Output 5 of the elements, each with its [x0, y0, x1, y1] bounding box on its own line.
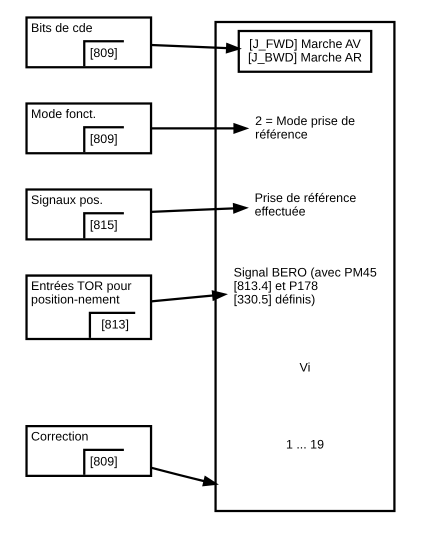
label: Vi — [300, 360, 310, 375]
node-text: Signal BERO (avec PM45 [813.4] et P178 [330.5] définis) — [234, 265, 377, 307]
node-text: 2 = Mode prise de référence — [255, 114, 356, 142]
label: 1 ... 19 — [286, 438, 324, 452]
node-text: Prise de référence effectuée — [254, 190, 356, 218]
